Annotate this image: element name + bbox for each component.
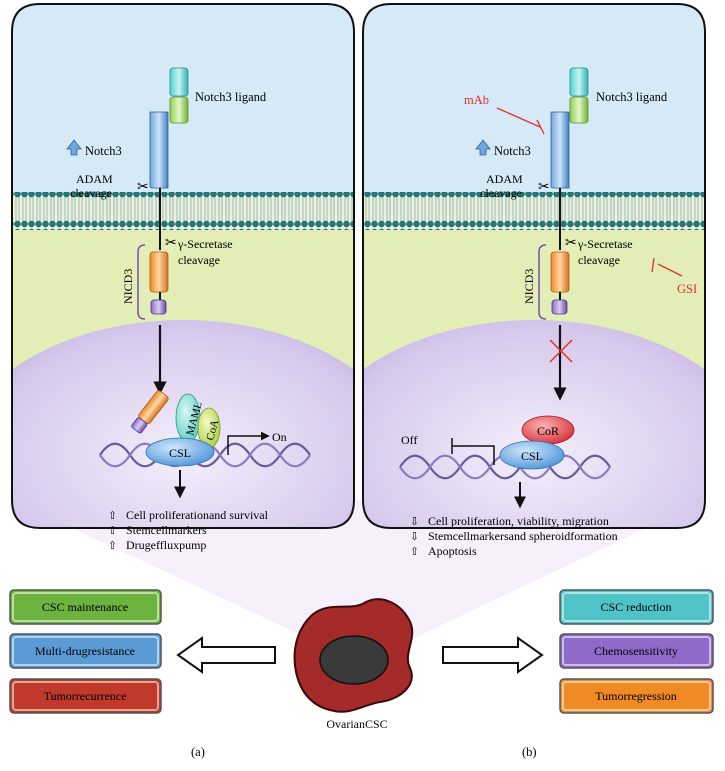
scissors-icon: ✂ (165, 236, 177, 251)
gamma-label-b-1: γ-Secretase (577, 237, 633, 251)
effect-arrow-icon: ⇧ (108, 510, 117, 522)
receptor-label-a: Notch3 (85, 144, 122, 158)
panel-b (363, 4, 705, 528)
effect-text: Apoptosis (428, 544, 477, 558)
outcome-box-a-3: Tumorrecurrence (9, 678, 162, 714)
hollow-arrow-left (176, 636, 276, 674)
membrane-a (12, 192, 354, 230)
ovarian-csc-label: OvarianCSC (326, 717, 387, 731)
notch3-ligand-a (169, 67, 189, 124)
adam-label-a-2: cleavage (70, 186, 112, 200)
ligand-label-b: Notch3 ligand (596, 90, 668, 104)
effect-text: Stemcellmarkersand spheroidformation (428, 529, 618, 543)
effect-text: Stemcellmarkers (126, 523, 207, 537)
coa-label-a: CoA (204, 419, 221, 442)
adam-label-b-1: ADAM (486, 172, 523, 186)
gamma-label-b-2: cleavage (578, 253, 620, 267)
effect-arrow-icon: ⇧ (108, 525, 117, 537)
upregulated-arrow-icon (66, 139, 82, 156)
effect-text: Cell proliferation, viability, migration (428, 514, 609, 528)
nicd-label-b: NICD3 (522, 269, 536, 304)
svg-text:Multi-drugresistance: Multi-drugresistance (35, 644, 135, 658)
csl-label-b: CSL (521, 449, 543, 463)
mab-label: mAb (464, 93, 489, 107)
svg-text:Chemosensitivity: Chemosensitivity (594, 644, 678, 658)
membrane-b (363, 192, 705, 230)
gsi-label: GSI (677, 282, 697, 296)
hollow-arrow-right (442, 636, 544, 674)
effect-arrow-icon: ⇩ (410, 531, 419, 543)
outcome-box-b-2: Chemosensitivity (559, 633, 714, 669)
zoom-funnel (12, 500, 705, 640)
gamma-label-a-1: γ-Secretase (177, 237, 233, 251)
effect-arrow-icon: ⇧ (108, 540, 117, 552)
transcription-off-bar (451, 438, 495, 465)
outcome-box-a-1: CSC maintenance (9, 589, 162, 625)
gsi-inhibitor-icon (651, 257, 683, 277)
nicd-label-a: NICD3 (121, 269, 135, 304)
csl-a (145, 437, 215, 467)
csl-b (499, 440, 565, 470)
svg-text:CSC maintenance: CSC maintenance (42, 600, 128, 614)
nucleus-a (12, 320, 354, 528)
csl-label-a: CSL (169, 446, 191, 460)
mab-inhibitor-icon (496, 107, 545, 135)
effect-text: Cell proliferationand survival (126, 508, 269, 522)
caption-b: (b) (522, 745, 537, 759)
adam-label-b-2: cleavage (480, 186, 522, 200)
outcome-box-b-1: CSC reduction (559, 589, 714, 625)
outcome-box-a-2: Multi-drugresistance (9, 633, 162, 669)
outcome-box-b-3: Tumorregression (559, 678, 714, 714)
scissors-icon: ✂ (565, 236, 577, 251)
scissors-icon: ✂ (137, 180, 149, 195)
transcription-on-arrow (227, 431, 270, 455)
notch3-receptor-b (550, 111, 570, 189)
cor-label: CoR (537, 424, 559, 438)
ligand-label-a: Notch3 ligand (195, 90, 267, 104)
nucleus-b (363, 320, 705, 528)
panel-a (12, 4, 354, 528)
on-label: On (272, 430, 287, 444)
blocked-x-icon (549, 339, 573, 363)
upregulated-arrow-icon (475, 139, 491, 156)
adam-label-a-1: ADAM (76, 172, 113, 186)
scissors-icon: ✂ (538, 180, 550, 195)
ovarian-csc-nucleus (319, 635, 389, 685)
notch3-receptor-a (149, 111, 169, 189)
nicd-bracket-b (538, 244, 547, 320)
nicd-complex-a (131, 390, 169, 434)
nicd3-a (149, 251, 169, 315)
effect-arrow-icon: ⇧ (410, 546, 419, 558)
svg-text:Tumorrecurrence: Tumorrecurrence (44, 689, 127, 703)
svg-text:CSC reduction: CSC reduction (601, 600, 672, 614)
receptor-label-b: Notch3 (494, 144, 531, 158)
nicd-bracket-a (137, 244, 146, 320)
gamma-label-a-2: cleavage (178, 253, 220, 267)
svg-text:Tumorregression: Tumorregression (595, 689, 677, 703)
off-label: Off (401, 433, 417, 447)
effect-text: Drugeffluxpump (126, 538, 206, 552)
notch3-ligand-b (569, 67, 589, 124)
nicd3-b (550, 251, 570, 315)
effect-arrow-icon: ⇩ (410, 516, 419, 528)
caption-a: (a) (191, 745, 205, 759)
